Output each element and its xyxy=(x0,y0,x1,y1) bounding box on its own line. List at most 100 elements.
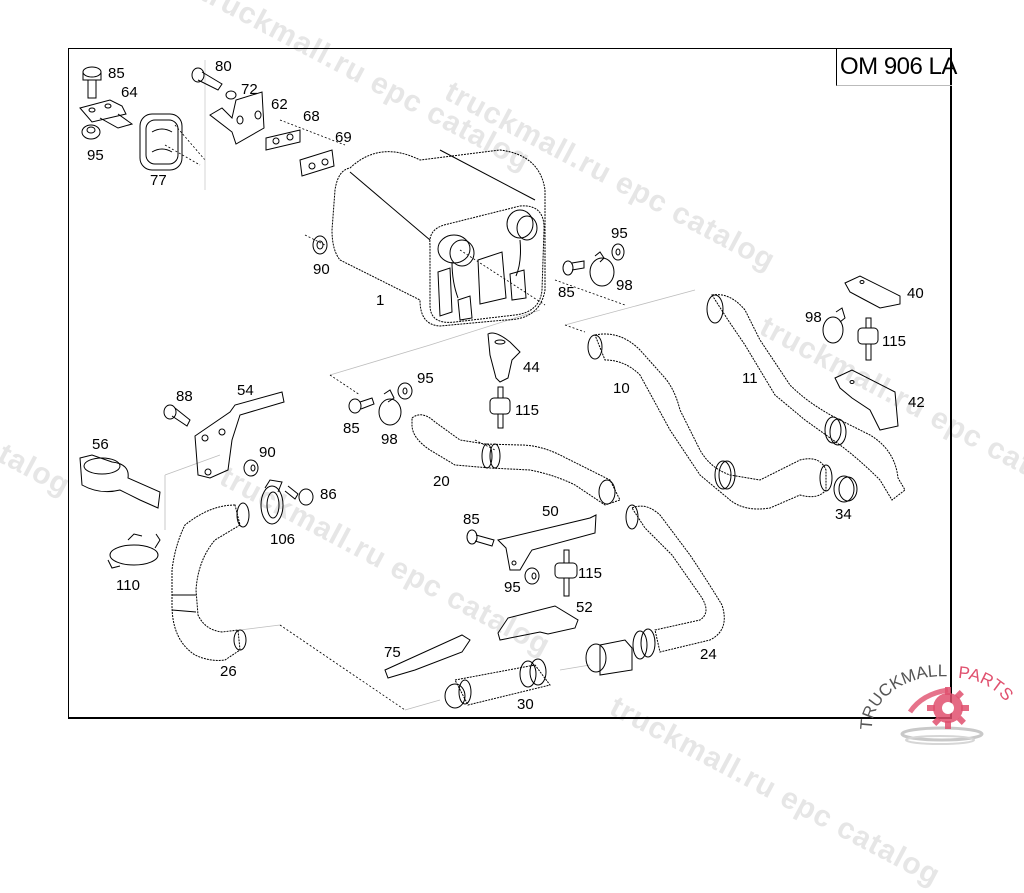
callout-30[interactable]: 30 xyxy=(517,696,534,713)
callout-40[interactable]: 40 xyxy=(907,285,924,302)
clamp-98b-drawing xyxy=(822,307,846,344)
bolt-88-drawing xyxy=(163,404,191,427)
callout-98c[interactable]: 98 xyxy=(381,431,398,448)
heat-shield-52-drawing xyxy=(497,605,579,641)
seal-ring-34-drawing xyxy=(833,475,858,503)
callout-95d[interactable]: 95 xyxy=(504,579,521,596)
clamp-98-drawing xyxy=(589,251,615,287)
pipe-30-drawing xyxy=(444,658,551,709)
clamp-98c-drawing xyxy=(378,389,402,426)
bracket-50-drawing xyxy=(497,514,597,571)
callout-86[interactable]: 86 xyxy=(320,486,337,503)
callout-50[interactable]: 50 xyxy=(542,503,559,520)
callout-69[interactable]: 69 xyxy=(335,129,352,146)
bracket-54-drawing xyxy=(194,391,285,479)
callout-64[interactable]: 64 xyxy=(121,84,138,101)
truckmall-parts-logo: TRUCKMALL PARTS xyxy=(860,661,1017,745)
callout-44[interactable]: 44 xyxy=(523,359,540,376)
callout-88[interactable]: 88 xyxy=(176,388,193,405)
callout-85c[interactable]: 85 xyxy=(343,420,360,437)
pipe-11-drawing xyxy=(706,294,906,501)
callout-56[interactable]: 56 xyxy=(92,436,109,453)
callout-90b[interactable]: 90 xyxy=(259,444,276,461)
pipe-20-drawing xyxy=(411,414,621,506)
leader-line xyxy=(559,664,591,671)
clamp-56-drawing xyxy=(79,454,161,509)
callout-85d[interactable]: 85 xyxy=(463,511,480,528)
callout-34[interactable]: 34 xyxy=(835,506,852,523)
nut-90b-drawing xyxy=(243,459,259,477)
callout-11[interactable]: 11 xyxy=(742,370,758,387)
callout-10[interactable]: 10 xyxy=(613,380,630,397)
bolt-85-drawing xyxy=(82,66,102,99)
callout-115b[interactable]: 115 xyxy=(515,402,539,419)
callout-98[interactable]: 98 xyxy=(616,277,633,294)
callout-75[interactable]: 75 xyxy=(384,644,401,661)
callout-90[interactable]: 90 xyxy=(313,261,330,278)
clamp-110-drawing xyxy=(107,533,161,569)
plate-68-drawing xyxy=(265,129,301,151)
callout-110[interactable]: 110 xyxy=(116,577,140,594)
callout-95[interactable]: 95 xyxy=(87,147,104,164)
rubber-buffer-115-drawing xyxy=(857,317,879,361)
washer-95c-drawing xyxy=(397,382,413,400)
pipe-24-drawing xyxy=(585,504,725,676)
callout-115c[interactable]: 115 xyxy=(578,565,602,582)
bracket-64-drawing xyxy=(79,99,134,129)
muffler-1-drawing xyxy=(331,149,546,327)
callout-95c[interactable]: 95 xyxy=(417,370,434,387)
callout-26[interactable]: 26 xyxy=(220,663,237,680)
rubber-buffer-115b-drawing xyxy=(489,386,511,429)
callout-62[interactable]: 62 xyxy=(271,96,288,113)
leader-line xyxy=(564,324,586,333)
washer-95b-drawing xyxy=(611,243,625,261)
model-label-box xyxy=(836,49,952,86)
leader-line xyxy=(554,279,626,306)
bolt-80-drawing xyxy=(191,67,237,100)
callout-54[interactable]: 54 xyxy=(237,382,254,399)
rubber-buffer-115c-drawing xyxy=(554,549,578,597)
callout-77[interactable]: 77 xyxy=(150,172,167,189)
leader-line xyxy=(564,289,696,326)
plate-69-drawing xyxy=(299,149,335,177)
bolt-85d-drawing xyxy=(466,529,495,547)
callout-52[interactable]: 52 xyxy=(576,599,593,616)
leader-line xyxy=(459,249,546,306)
engine-model-label: OM 906 LA xyxy=(840,53,957,80)
rubber-mount-77-drawing xyxy=(139,113,201,171)
clamp-106-drawing xyxy=(260,479,284,525)
bracket-40-drawing xyxy=(844,275,901,309)
heat-shield-75-drawing xyxy=(384,634,471,679)
callout-20[interactable]: 20 xyxy=(433,473,450,490)
leader-line xyxy=(404,699,441,711)
callout-80[interactable]: 80 xyxy=(215,58,232,75)
bracket-42-drawing xyxy=(834,369,899,431)
bracket-62-drawing xyxy=(209,91,265,145)
callout-106[interactable]: 106 xyxy=(270,531,296,548)
washer-95d-drawing xyxy=(524,567,540,585)
callout-72[interactable]: 72 xyxy=(241,81,258,98)
leader-line xyxy=(279,624,406,711)
callout-1[interactable]: 1 xyxy=(376,292,385,309)
leader-line xyxy=(239,624,281,631)
hanger-44-drawing xyxy=(487,332,521,383)
callout-85[interactable]: 85 xyxy=(108,65,125,82)
leader-line xyxy=(174,124,206,161)
callout-68[interactable]: 68 xyxy=(303,108,320,125)
callout-85b[interactable]: 85 xyxy=(558,284,575,301)
leader-line xyxy=(329,309,541,376)
leader-line xyxy=(164,454,221,476)
parts-drawing xyxy=(79,60,906,711)
bolt-85c-drawing xyxy=(348,397,375,414)
callout-42[interactable]: 42 xyxy=(908,394,925,411)
callout-24[interactable]: 24 xyxy=(700,646,717,663)
swoosh-icon xyxy=(900,726,984,742)
bolt-85b-drawing xyxy=(562,260,585,276)
callout-98b[interactable]: 98 xyxy=(805,309,822,326)
callout-115[interactable]: 115 xyxy=(882,333,906,350)
pipe-26-drawing xyxy=(171,502,250,661)
logo-text-parts: PARTS xyxy=(957,663,1017,705)
callout-95b[interactable]: 95 xyxy=(611,225,628,242)
nut-90-drawing xyxy=(312,235,328,255)
